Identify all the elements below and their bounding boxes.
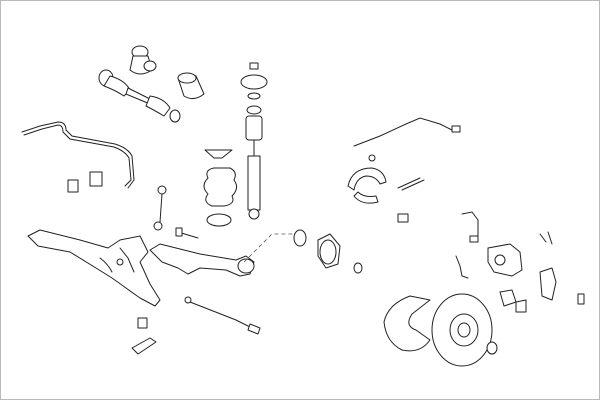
top-mount	[240, 62, 268, 115]
brake-disc	[431, 293, 498, 367]
subframe	[27, 229, 161, 307]
brake-pads	[499, 289, 585, 313]
stabilizer-bar	[21, 121, 135, 189]
shock-absorber	[245, 115, 263, 220]
coil-spring-boot	[203, 149, 238, 227]
bushing	[67, 171, 103, 193]
wheel-hub	[293, 229, 363, 274]
control-arm	[149, 227, 255, 277]
cv-boot	[129, 45, 157, 75]
brake-cable	[353, 117, 461, 162]
drive-shaft	[98, 69, 181, 123]
assembly-line	[243, 233, 300, 263]
abs-sensor	[455, 211, 479, 279]
cv-boot-2	[177, 72, 205, 100]
dust-shield	[383, 295, 431, 352]
stabilizer-link	[153, 185, 167, 231]
brake-caliper	[487, 231, 557, 301]
tie-rod	[131, 296, 261, 355]
brake-shoes	[347, 167, 425, 223]
